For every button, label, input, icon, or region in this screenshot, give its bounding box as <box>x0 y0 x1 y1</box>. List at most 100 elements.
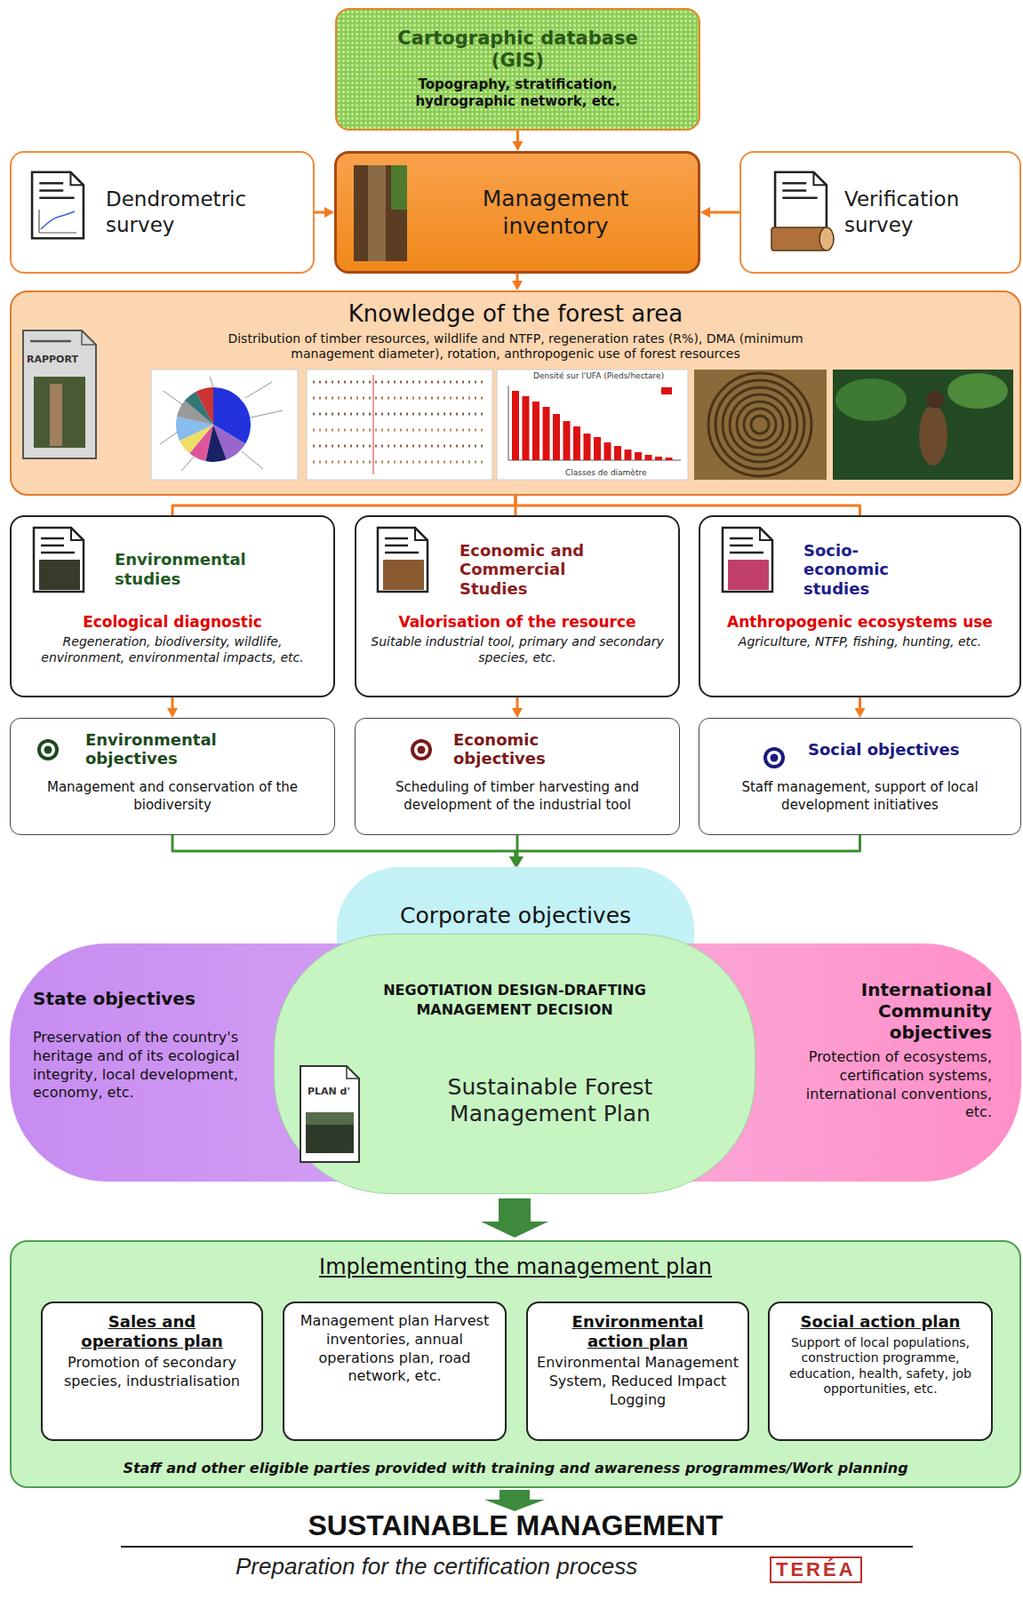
coil-ring <box>715 380 805 470</box>
report-photo <box>33 376 86 448</box>
wildlife-photo <box>39 559 80 591</box>
knowledge-panel: Knowledge of the forest areaDistribution… <box>9 290 1022 496</box>
arrowhead <box>700 207 711 218</box>
connector <box>512 130 524 152</box>
dot-row <box>312 381 488 384</box>
chart-panel <box>496 369 688 480</box>
survey-box: Dendrometric survey <box>9 151 315 274</box>
chart-panel <box>306 369 493 480</box>
dot-rows <box>312 382 488 463</box>
pie-slice <box>194 406 232 444</box>
node-body: Promotion of secondary species, industri… <box>49 1354 255 1392</box>
coil-ring <box>743 408 776 441</box>
node-heading: NEGOTIATION DESIGN-DRAFTING MANAGEMENT D… <box>372 981 657 1020</box>
village-photo <box>727 559 769 591</box>
target-icon <box>37 739 59 761</box>
plan-box: Sales and operations planPromotion of se… <box>40 1302 264 1442</box>
arrowhead <box>511 280 523 291</box>
legend-sample <box>661 387 672 395</box>
implementation-panel: Implementing the management planStaff an… <box>9 1240 1022 1489</box>
report-icon <box>23 330 96 459</box>
bar <box>511 391 520 461</box>
bar <box>563 421 571 461</box>
dot-row <box>312 413 488 416</box>
bar <box>593 437 601 461</box>
report-photo-trunk <box>49 383 63 447</box>
bar <box>645 455 653 461</box>
bars <box>511 391 673 461</box>
connector-line <box>515 495 861 516</box>
target-ring <box>44 746 53 755</box>
connector-line <box>314 211 325 215</box>
node-text: Management plan Harvest inventories, ann… <box>291 1312 498 1387</box>
graph-curve <box>40 211 75 230</box>
connector <box>480 1198 549 1239</box>
footer-caption: Preparation for the certification proces… <box>235 1554 638 1581</box>
node-heading: Social objectives <box>807 729 960 771</box>
foliage <box>391 165 408 210</box>
arrowhead <box>324 207 335 218</box>
chart-panel <box>151 369 298 480</box>
target-ring <box>770 754 779 763</box>
node-heading: Economic and Commercial Studies <box>459 538 593 601</box>
coil-ring <box>722 387 798 463</box>
node-heading: Environmental action plan <box>562 1312 714 1351</box>
bar <box>543 407 551 461</box>
connector <box>509 835 861 868</box>
node-heading: Environmental studies <box>114 538 271 601</box>
database-box: Cartographic database (GIS)Topography, s… <box>335 7 701 131</box>
connector <box>855 697 866 719</box>
node-heading: Economic objectives <box>453 729 569 771</box>
pie-slice <box>194 406 232 444</box>
arrowhead <box>511 708 523 719</box>
study-box: Socio-economic studiesAnthropogenic ecos… <box>698 515 1022 698</box>
page-fold <box>81 330 96 345</box>
graph-axes <box>39 209 77 233</box>
node-body: Staff management, support of local devel… <box>708 779 1012 815</box>
node-heading: Sales and operations plan <box>76 1312 228 1351</box>
forest-photo <box>832 369 1014 480</box>
node-body: Sustainable Forest Management Plan <box>430 1074 671 1128</box>
bar <box>665 457 673 461</box>
bar <box>552 414 560 461</box>
icon-label: PLAN d' <box>307 1086 351 1098</box>
axis-label: Classes de diamètre <box>565 468 647 478</box>
node-text: Management inventory <box>457 184 654 241</box>
bar <box>604 442 612 461</box>
bar <box>634 452 642 461</box>
objective-box: Social objectivesStaff management, suppo… <box>698 718 1022 836</box>
connector <box>167 697 178 719</box>
bar <box>614 446 622 461</box>
logo-text: TERÉA <box>769 1557 863 1584</box>
dot-row <box>312 445 488 448</box>
dot-row <box>312 397 488 400</box>
bar <box>532 401 540 461</box>
block-arrow <box>484 1490 545 1512</box>
plan-photo <box>305 1112 354 1154</box>
foliage <box>947 373 1008 409</box>
coil-ring <box>729 394 791 456</box>
plan-photo-sky <box>305 1112 354 1126</box>
connector <box>172 495 516 516</box>
study-box: Environmental studiesEcological diagnost… <box>9 515 336 698</box>
dot-row <box>312 461 488 464</box>
target-icon <box>410 739 432 761</box>
plan-icon <box>300 1066 360 1163</box>
node-body: Ecological diagnostic <box>82 613 263 632</box>
document-icon <box>33 527 84 592</box>
node-body: Staff and other eligible parties provide… <box>122 1460 908 1479</box>
page-fold <box>346 1066 360 1079</box>
document-icon <box>722 527 773 592</box>
coil-photo <box>694 369 827 480</box>
document-icon <box>377 527 428 592</box>
target-ring <box>410 739 432 761</box>
node-heading: Implementing the management plan <box>319 1254 712 1281</box>
inventory-box: Management inventory <box>334 151 701 274</box>
node-heading: Socio-economic studies <box>803 538 915 601</box>
node-heading: Environmental objectives <box>85 729 241 771</box>
connector-line <box>172 835 516 857</box>
connector-line <box>710 211 740 215</box>
arrowhead <box>855 708 866 719</box>
connector <box>172 835 522 868</box>
connector-line <box>858 697 862 709</box>
